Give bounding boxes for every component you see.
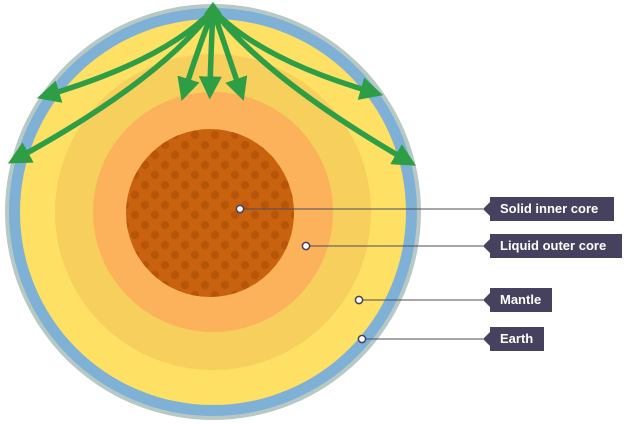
label-mantle: Mantle xyxy=(483,288,552,312)
label-liquid-outer-core: Liquid outer core xyxy=(483,234,622,258)
wave-arrow xyxy=(7,7,216,164)
wave-arrow xyxy=(36,7,216,103)
pointer-dot-mantle xyxy=(354,295,364,305)
pointer-dot-earth xyxy=(357,334,367,344)
inner-core-texture xyxy=(126,129,294,297)
wave-arrow xyxy=(210,7,248,101)
pointer-dot-inner-core xyxy=(235,204,245,214)
wave-arrow xyxy=(198,7,222,100)
pointer-dot-outer-core xyxy=(301,241,311,251)
wave-arrow xyxy=(210,7,416,166)
label-solid-inner-core: Solid inner core xyxy=(483,197,614,221)
pointer-dots xyxy=(235,204,367,344)
wave-arrow xyxy=(177,7,216,102)
leader-lines xyxy=(240,208,483,340)
seismic-wave-arrows xyxy=(7,7,416,166)
label-earth: Earth xyxy=(483,327,544,351)
epicentre-marker xyxy=(204,2,222,14)
